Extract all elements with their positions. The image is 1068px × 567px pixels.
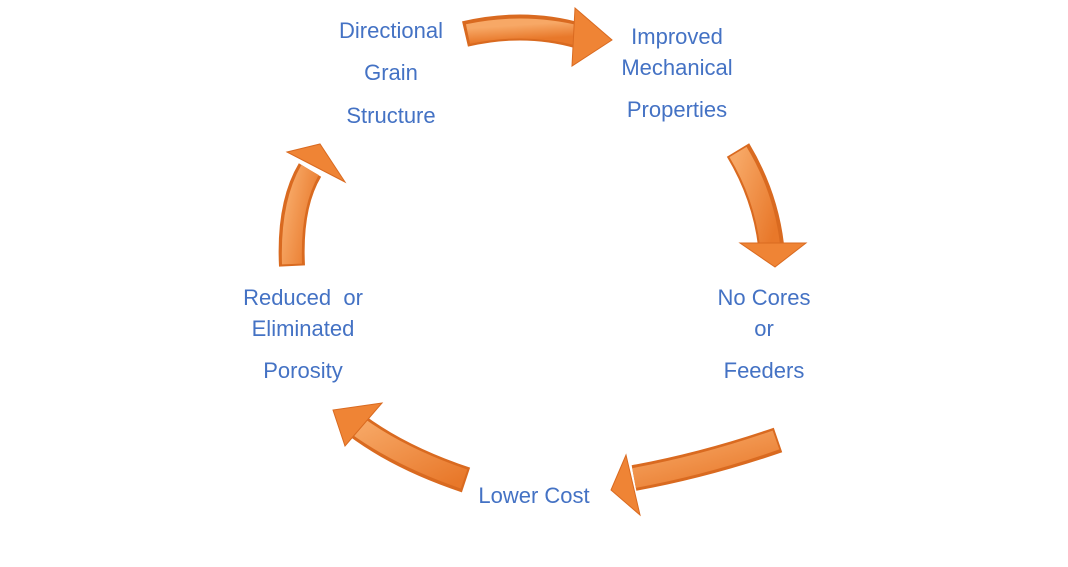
node-line: Structure	[346, 103, 436, 128]
node-no-cores-or-feeders: No Cores or Feeders	[718, 287, 811, 382]
arrow-5-to-1	[278, 143, 347, 267]
node-line: Grain	[364, 60, 418, 85]
arrow-3-to-4	[610, 427, 783, 517]
node-line: Eliminated	[251, 316, 355, 341]
node-line: Directional	[339, 18, 443, 43]
arrow-1-to-2	[462, 6, 613, 67]
arrow-4-to-5	[332, 402, 471, 493]
node-improved-mechanical-properties: Improved Mechanical Properties	[621, 26, 732, 121]
node-line: Mechanical	[621, 55, 733, 80]
node-line: Reduced or	[243, 285, 363, 310]
node-line: No Cores	[717, 285, 811, 310]
node-directional-grain-structure: Directional Grain Structure	[339, 20, 443, 127]
node-line: Porosity	[263, 358, 343, 383]
node-line: Lower Cost	[478, 483, 590, 508]
node-line: Improved	[631, 24, 723, 49]
node-line: or	[754, 316, 774, 341]
node-line: Feeders	[723, 358, 805, 383]
node-line: Properties	[626, 97, 728, 122]
node-lower-cost: Lower Cost	[478, 485, 589, 507]
arrow-2-to-3	[726, 143, 808, 268]
node-reduced-or-eliminated-porosity: Reduced or Eliminated Porosity	[243, 287, 363, 382]
